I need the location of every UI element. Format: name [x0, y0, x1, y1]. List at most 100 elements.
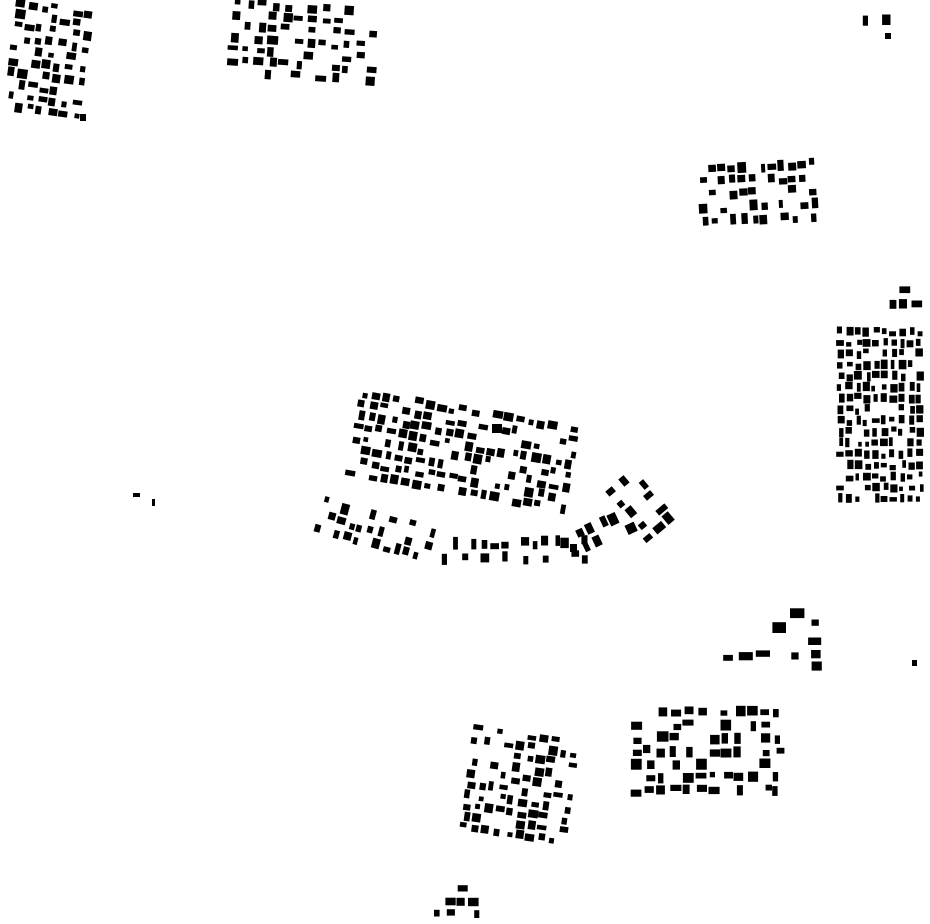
building-footprint: [564, 806, 571, 815]
building-footprint: [555, 459, 562, 466]
building-footprint: [379, 465, 390, 473]
building-footprint: [777, 159, 784, 172]
building-footprint: [492, 409, 504, 420]
building-footprint: [837, 405, 844, 415]
building-footprint: [380, 402, 389, 409]
building-footprint: [16, 68, 29, 80]
building-footprint: [906, 340, 914, 348]
building-footprint: [898, 428, 903, 436]
building-footprint: [79, 65, 86, 73]
building-footprint: [521, 537, 530, 546]
building-footprint: [530, 452, 543, 464]
building-footprint: [907, 495, 913, 502]
building-footprint: [606, 511, 620, 527]
building-footprint: [65, 51, 77, 61]
building-footprint: [900, 339, 905, 349]
building-cluster: [226, 0, 378, 87]
building-footprint: [836, 451, 844, 457]
building-footprint: [760, 709, 769, 716]
building-footprint: [862, 15, 868, 26]
building-footprint: [488, 491, 500, 502]
building-footprint: [371, 392, 381, 401]
building-footprint: [394, 454, 403, 462]
building-footprint: [880, 438, 888, 447]
building-footprint: [389, 473, 400, 485]
building-footprint: [242, 56, 249, 64]
building-footprint: [773, 709, 779, 718]
building-footprint: [242, 46, 249, 52]
building-footprint: [839, 393, 845, 403]
building-footprint: [898, 415, 905, 424]
building-footprint: [415, 456, 426, 464]
building-footprint: [898, 299, 907, 309]
building-footprint: [61, 101, 67, 108]
building-footprint: [78, 77, 86, 86]
building-footprint: [871, 418, 880, 423]
building-footprint: [916, 415, 923, 423]
building-footprint: [708, 164, 717, 173]
building-footprint: [710, 734, 720, 745]
building-footprint: [133, 493, 140, 497]
building-footprint: [41, 59, 51, 70]
building-footprint: [363, 436, 369, 443]
building-cluster: [862, 14, 891, 26]
building-footprint: [880, 359, 888, 370]
building-footprint: [559, 438, 567, 445]
building-footprint: [761, 733, 771, 743]
building-footprint: [258, 22, 267, 33]
building-footprint: [7, 66, 15, 77]
building-footprint: [561, 482, 571, 493]
building-footprint: [916, 448, 924, 456]
building-footprint: [708, 786, 720, 795]
building-footprint: [541, 535, 549, 546]
building-footprint: [463, 811, 471, 822]
building-footprint: [41, 6, 49, 13]
building-footprint: [511, 761, 521, 773]
building-footprint: [485, 455, 492, 463]
building-footprint: [323, 496, 330, 503]
building-footprint: [500, 793, 507, 800]
building-footprint: [152, 499, 155, 506]
building-footprint: [462, 553, 469, 561]
building-footprint: [570, 426, 579, 433]
building-footprint: [371, 461, 380, 470]
building-footprint: [234, 0, 241, 5]
building-footprint: [371, 448, 383, 459]
building-footprint: [581, 555, 588, 564]
building-footprint: [847, 459, 854, 470]
building-footprint: [838, 372, 845, 379]
building-footprint: [684, 706, 694, 715]
building-footprint: [24, 23, 35, 32]
building-footprint: [226, 58, 239, 66]
building-footprint: [551, 735, 560, 743]
building-footprint: [547, 745, 559, 756]
building-footprint: [891, 426, 897, 432]
building-footprint: [836, 485, 844, 491]
building-footprint: [720, 710, 728, 716]
building-footprint: [400, 477, 411, 487]
building-footprint: [811, 197, 819, 209]
building-footprint: [494, 483, 501, 490]
building-footprint: [661, 511, 675, 525]
building-footprint: [772, 622, 786, 633]
building-footprint: [74, 113, 80, 119]
building-footprint: [308, 26, 316, 33]
building-footprint: [727, 165, 735, 173]
building-footprint: [496, 728, 504, 735]
building-footprint: [716, 163, 726, 172]
building-footprint: [403, 465, 410, 473]
building-footprint: [880, 476, 886, 482]
building-footprint: [428, 468, 436, 476]
building-footprint: [527, 820, 537, 831]
building-footprint: [863, 472, 871, 481]
building-footprint: [845, 437, 850, 448]
building-footprint: [646, 775, 656, 782]
building-footprint: [920, 484, 924, 492]
building-footprint: [559, 826, 569, 834]
building-footprint: [481, 540, 488, 549]
building-footprint: [889, 449, 895, 458]
building-footprint: [882, 349, 887, 357]
building-footprint: [616, 499, 626, 509]
building-footprint: [280, 23, 290, 30]
